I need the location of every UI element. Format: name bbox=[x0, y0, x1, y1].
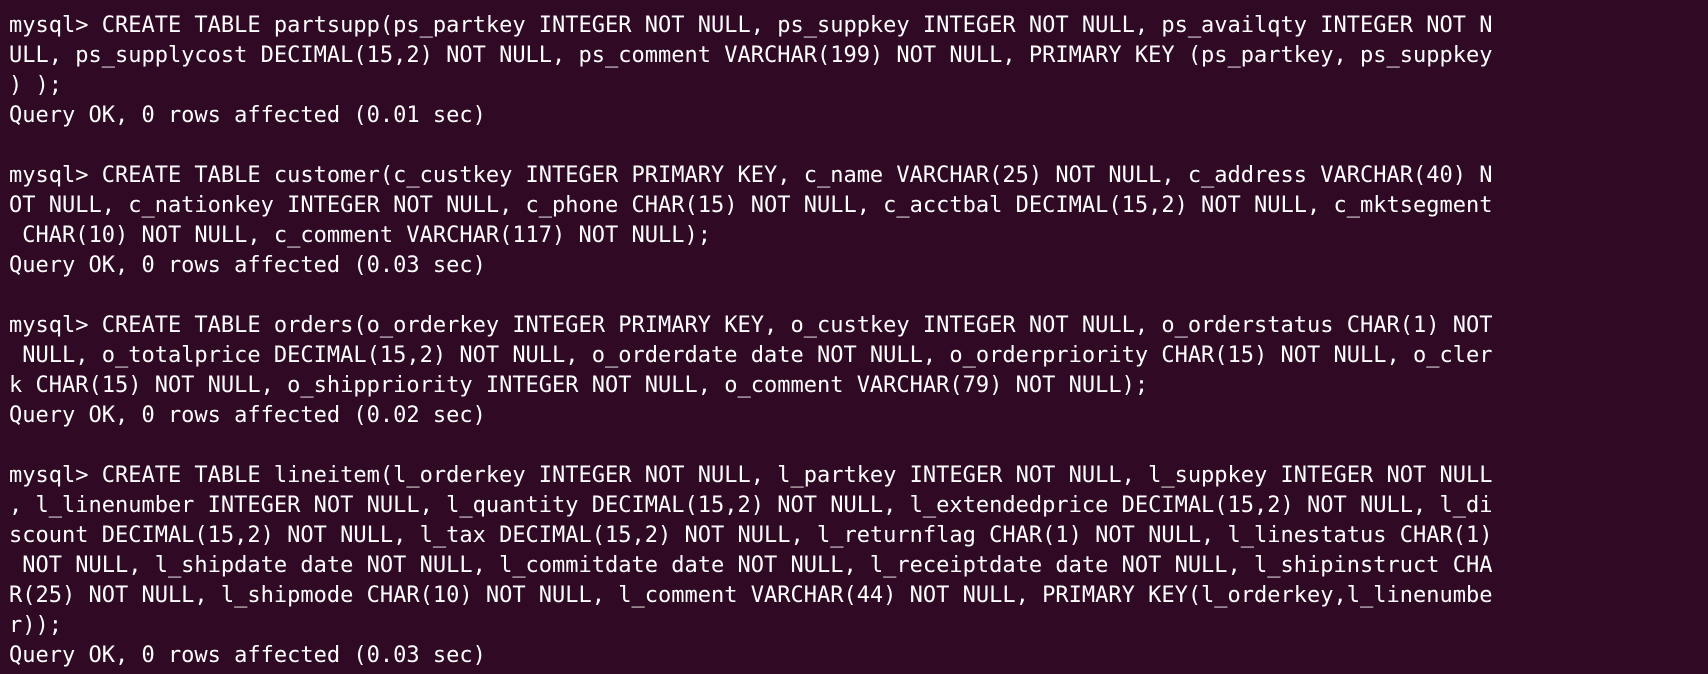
terminal-line: mysql> CREATE TABLE lineitem(l_orderkey … bbox=[9, 463, 1493, 488]
blank-line bbox=[9, 131, 1708, 161]
terminal-line: R(25) NOT NULL, l_shipmode CHAR(10) NOT … bbox=[9, 583, 1493, 608]
blank-line bbox=[9, 281, 1708, 311]
query-result-line: Query OK, 0 rows affected (0.01 sec) bbox=[9, 103, 486, 128]
terminal-line: ) ); bbox=[9, 73, 62, 98]
terminal-line: , l_linenumber INTEGER NOT NULL, l_quant… bbox=[9, 493, 1493, 518]
terminal-line: NOT NULL, l_shipdate date NOT NULL, l_co… bbox=[9, 553, 1493, 578]
query-result-line: Query OK, 0 rows affected (0.03 sec) bbox=[9, 643, 486, 668]
terminal-line: mysql> CREATE TABLE customer(c_custkey I… bbox=[9, 163, 1493, 188]
blank-line bbox=[9, 431, 1708, 461]
terminal-line: scount DECIMAL(15,2) NOT NULL, l_tax DEC… bbox=[9, 523, 1493, 548]
terminal-line: k CHAR(15) NOT NULL, o_shippriority INTE… bbox=[9, 373, 1149, 398]
terminal-line: ULL, ps_supplycost DECIMAL(15,2) NOT NUL… bbox=[9, 43, 1493, 68]
terminal-line: r)); bbox=[9, 613, 62, 638]
query-result-line: Query OK, 0 rows affected (0.02 sec) bbox=[9, 403, 486, 428]
query-result-line: Query OK, 0 rows affected (0.03 sec) bbox=[9, 253, 486, 278]
terminal-line: NULL, o_totalprice DECIMAL(15,2) NOT NUL… bbox=[9, 343, 1493, 368]
terminal-line: mysql> CREATE TABLE orders(o_orderkey IN… bbox=[9, 313, 1493, 338]
terminal-line: OT NULL, c_nationkey INTEGER NOT NULL, c… bbox=[9, 193, 1493, 218]
terminal-line: mysql> CREATE TABLE partsupp(ps_partkey … bbox=[9, 13, 1493, 38]
terminal-line: CHAR(10) NOT NULL, c_comment VARCHAR(117… bbox=[9, 223, 711, 248]
